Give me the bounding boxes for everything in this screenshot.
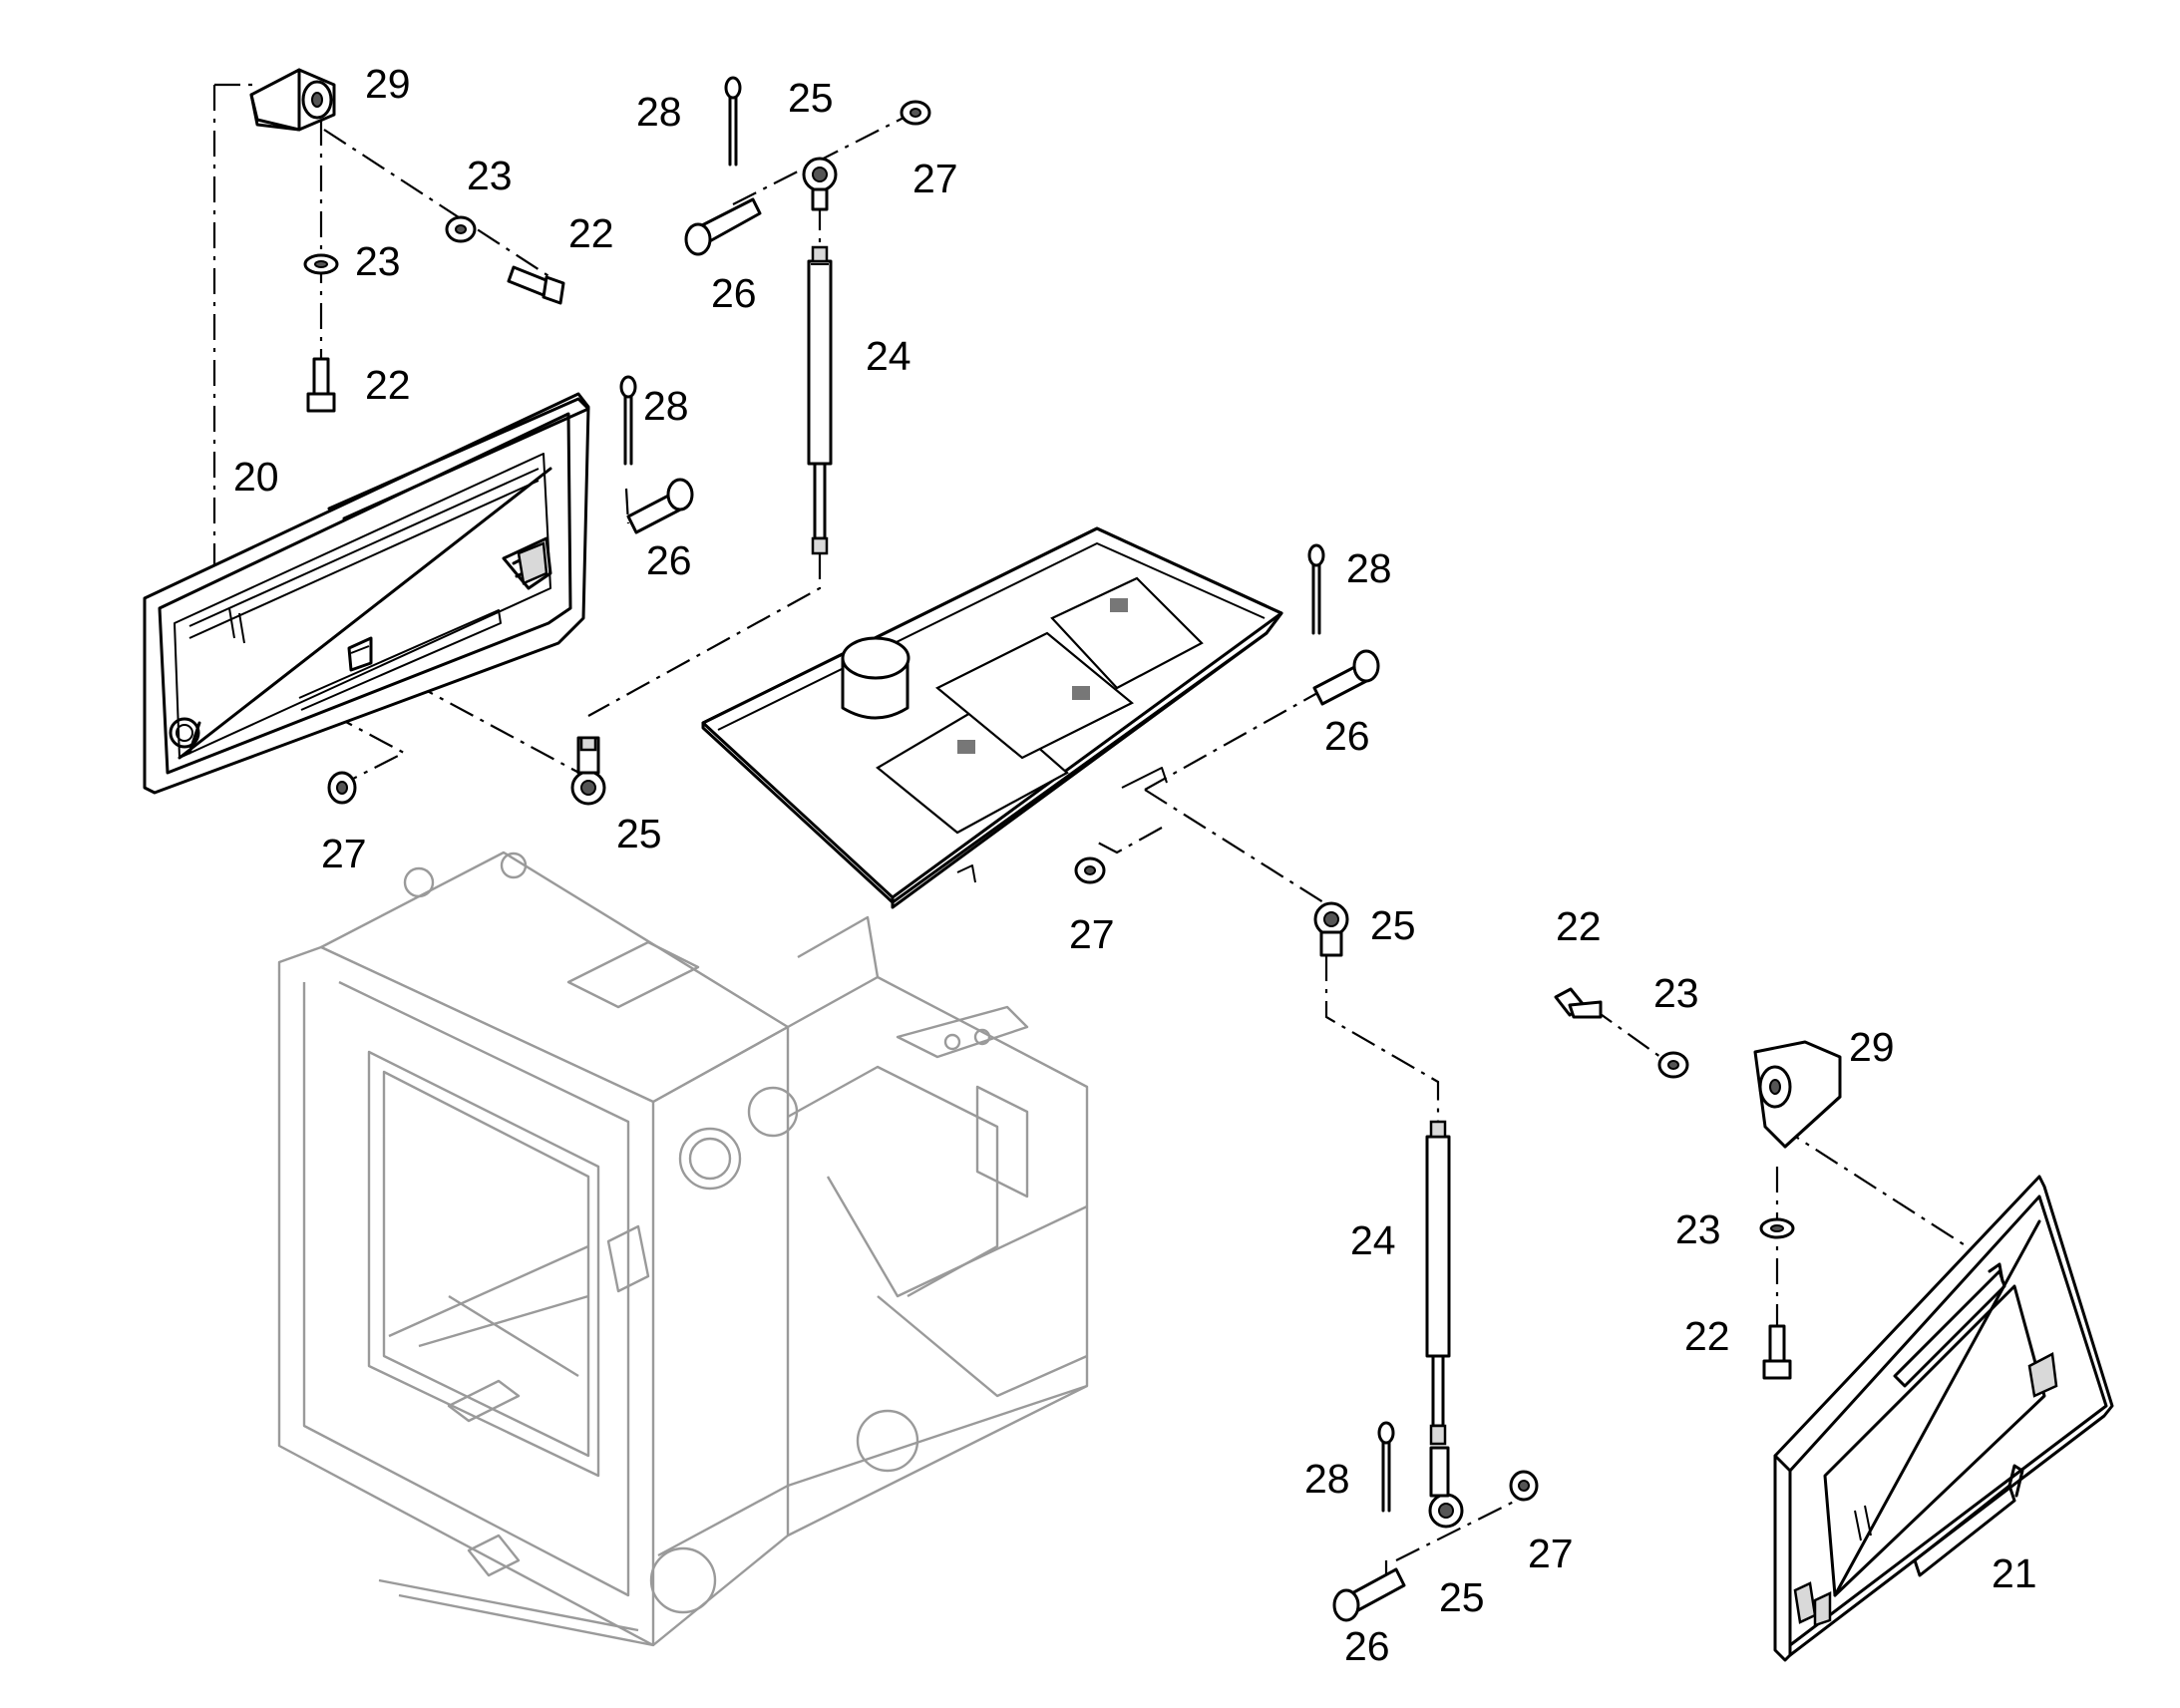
label-26-right: 26 <box>1324 713 1370 759</box>
label-21: 21 <box>1992 1550 2037 1596</box>
machine-frame <box>277 851 1089 1647</box>
part-28-split-pin-left <box>619 375 637 466</box>
part-26-pin-bottom <box>1332 1567 1406 1622</box>
label-28-left: 28 <box>643 383 689 429</box>
part-22-bolt-right-top <box>1554 987 1603 1019</box>
part-number-labels: 29 28 25 27 23 22 23 26 24 22 28 20 26 2… <box>233 61 2037 1669</box>
label-23-upper-a: 23 <box>467 153 513 198</box>
part-21-right-door <box>1773 1175 2114 1662</box>
part-24-gas-strut-lower <box>1425 1120 1451 1446</box>
label-27-bottom: 27 <box>1528 1531 1574 1576</box>
part-26-pin-top <box>684 197 762 256</box>
part-27-washer-left <box>327 771 357 805</box>
part-26-pin-right <box>1312 649 1380 706</box>
part-25-rod-end-left <box>570 736 606 806</box>
part-27-washer-bottom <box>1509 1470 1539 1502</box>
label-23-right-b: 23 <box>1675 1206 1721 1252</box>
label-26-top: 26 <box>711 270 757 316</box>
label-22-right-lower: 22 <box>1684 1313 1730 1359</box>
part-22-bolt-right-lower <box>1762 1324 1792 1380</box>
part-23-washer-d <box>1759 1217 1795 1239</box>
label-25-top: 25 <box>788 75 834 121</box>
part-23-washer-a <box>445 215 477 243</box>
part-25-rod-end-top <box>802 157 838 211</box>
label-28-right: 28 <box>1346 545 1392 591</box>
label-27-mid: 27 <box>1069 911 1115 957</box>
part-29-hinge-bracket-left <box>249 68 336 132</box>
label-27-top: 27 <box>912 156 958 201</box>
part-27-washer-top <box>900 100 931 126</box>
part-25-rod-end-bottom <box>1428 1446 1464 1529</box>
part-22-bolt-lower-left <box>306 357 336 413</box>
label-28-bottom: 28 <box>1304 1456 1350 1502</box>
label-28-top: 28 <box>636 89 682 135</box>
label-26-bottom: 26 <box>1344 1623 1390 1669</box>
label-20: 20 <box>233 454 279 500</box>
label-27-left: 27 <box>321 831 367 876</box>
label-22-upper-a: 22 <box>568 210 614 256</box>
label-29-top: 29 <box>365 61 411 107</box>
part-27-washer-mid <box>1074 856 1106 884</box>
part-28-split-pin-bottom <box>1377 1421 1395 1513</box>
label-24-top: 24 <box>866 333 911 379</box>
part-29-hinge-bracket-right <box>1753 1040 1842 1149</box>
part-20-left-door <box>143 392 590 795</box>
label-23-upper-b: 23 <box>355 238 401 284</box>
part-23-washer-c <box>1657 1051 1689 1079</box>
part-25-rod-end-mid <box>1313 901 1349 957</box>
top-cover-plate <box>701 526 1283 909</box>
label-22-upper-b: 22 <box>365 362 411 408</box>
part-26-pin-left <box>626 478 694 534</box>
label-24-bottom: 24 <box>1350 1217 1396 1263</box>
part-23-washer-b <box>303 253 339 275</box>
part-28-split-pin-top <box>724 76 742 167</box>
label-25-mid: 25 <box>1370 902 1416 948</box>
part-24-gas-strut-upper <box>807 245 833 555</box>
part-22-bolt-upper-left <box>507 265 565 305</box>
label-26-left: 26 <box>646 537 692 583</box>
label-23-right-a: 23 <box>1653 970 1699 1016</box>
label-25-left: 25 <box>616 811 662 856</box>
label-29-right: 29 <box>1849 1024 1895 1070</box>
label-25-bottom: 25 <box>1439 1574 1485 1620</box>
label-22-right-top: 22 <box>1556 903 1602 949</box>
part-28-split-pin-right <box>1307 543 1325 635</box>
